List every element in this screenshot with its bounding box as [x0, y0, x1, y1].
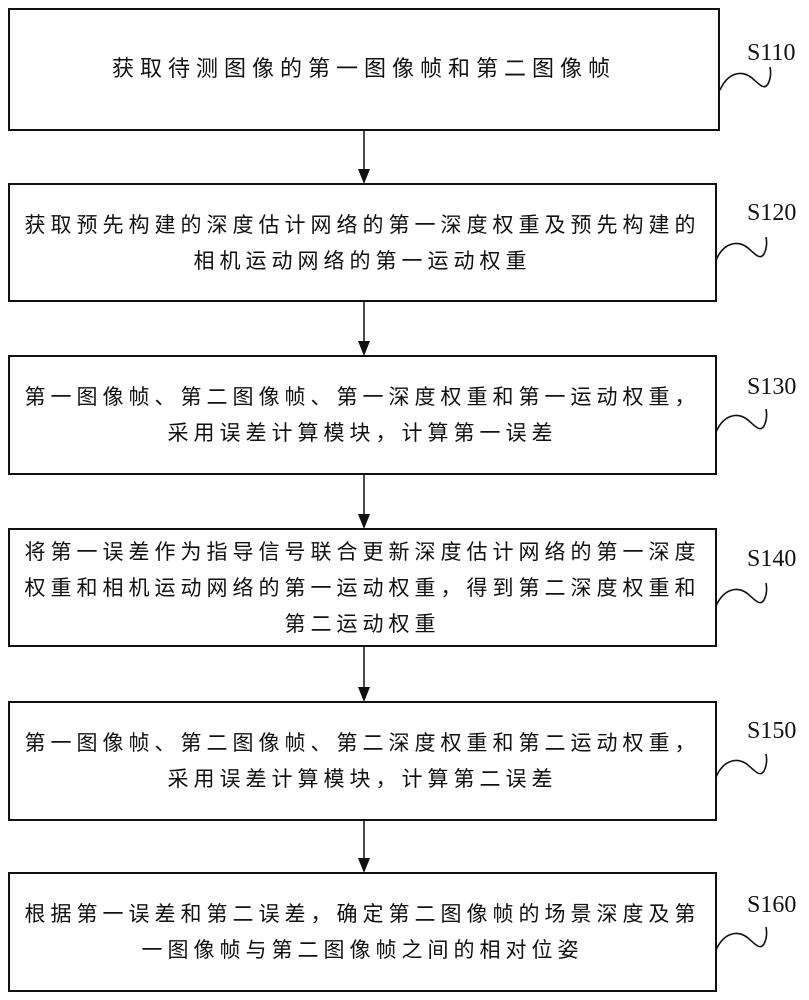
- step-box-s120: 获取预先构建的深度估计网络的第一深度权重及预先构建的 相机运动网络的第一运动权重: [8, 183, 717, 302]
- step-text-line: 获取预先构建的深度估计网络的第一深度权重及预先构建的: [24, 212, 701, 237]
- step-text-line: 采用误差计算模块，计算第一误差: [167, 421, 558, 445]
- step-text-line: 一图像帧与第二图像帧之间的相对位姿: [141, 938, 584, 962]
- step-box-s130: 第一图像帧、第二图像帧、第一深度权重和第一运动权重， 采用误差计算模块，计算第一…: [8, 355, 717, 475]
- step-text-line: 第一图像帧、第二图像帧、第一深度权重和第一运动权重，: [24, 385, 701, 409]
- leader-squiggle-s150: [715, 753, 768, 778]
- step-text-line: 第一图像帧、第二图像帧、第二深度权重和第二运动权重，: [24, 731, 701, 755]
- step-text-line: 获取待测图像的第一图像帧和第二图像帧: [111, 56, 616, 82]
- step-box-s110: 获取待测图像的第一图像帧和第二图像帧: [8, 8, 720, 131]
- leader-squiggle-s160: [715, 926, 768, 951]
- arrow-s150-s160: [358, 821, 370, 873]
- step-text-line: 相机运动网络的第一运动权重: [193, 248, 532, 273]
- step-label-s140: S140: [747, 546, 797, 572]
- step-label-s130: S130: [747, 374, 797, 400]
- step-box-s150: 第一图像帧、第二图像帧、第二深度权重和第二运动权重， 采用误差计算模块，计算第二…: [8, 701, 717, 821]
- step-label-s120: S120: [747, 200, 797, 226]
- step-text-line: 权重和相机运动网络的第一运动权重，得到第二深度权重和: [24, 575, 701, 600]
- leader-squiggle-s120: [715, 236, 768, 261]
- leader-squiggle-s140: [715, 582, 768, 607]
- step-text-line: 将第一误差作为指导信号联合更新深度估计网络的第一深度: [24, 539, 701, 564]
- step-label-s160: S160: [747, 892, 797, 918]
- leader-squiggle-s110: [719, 66, 772, 91]
- arrow-s120-s130: [358, 302, 370, 356]
- arrow-s130-s140: [358, 475, 370, 529]
- arrow-s140-s150: [358, 647, 370, 702]
- arrow-s110-s120: [358, 131, 370, 184]
- step-box-s140: 将第一误差作为指导信号联合更新深度估计网络的第一深度 权重和相机运动网络的第一运…: [8, 528, 717, 647]
- step-text-line: 第二运动权重: [284, 611, 441, 636]
- step-text-line: 采用误差计算模块，计算第二误差: [167, 767, 558, 791]
- step-text-line: 根据第一误差和第二误差，确定第二图像帧的场景深度及第: [24, 902, 701, 926]
- step-label-s110: S110: [747, 40, 796, 66]
- step-box-s160: 根据第一误差和第二误差，确定第二图像帧的场景深度及第 一图像帧与第二图像帧之间的…: [8, 872, 717, 992]
- leader-squiggle-s130: [715, 408, 768, 433]
- step-label-s150: S150: [747, 718, 797, 744]
